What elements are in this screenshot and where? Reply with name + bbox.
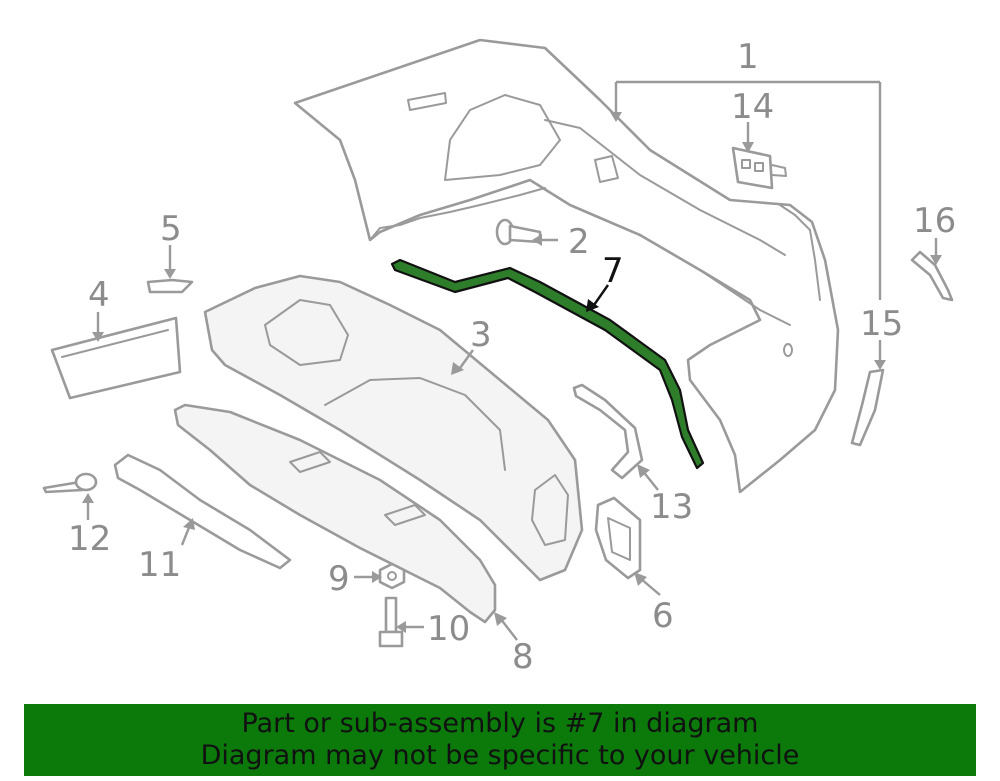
callout-16: 16 xyxy=(913,201,956,241)
info-banner: Part or sub-assembly is #7 in diagram Di… xyxy=(24,704,976,776)
callout-15: 15 xyxy=(860,304,903,344)
part-3-valance xyxy=(203,274,584,582)
callout-11: 11 xyxy=(138,545,181,585)
part-6-bezel xyxy=(594,496,642,580)
callout-10: 10 xyxy=(427,609,470,649)
leader-lines xyxy=(82,80,942,641)
callout-2: 2 xyxy=(568,222,590,262)
banner-line-1: Part or sub-assembly is #7 in diagram xyxy=(241,708,759,739)
part-1-bumper-cover xyxy=(293,38,840,494)
callout-1: 1 xyxy=(737,37,759,77)
part-13-bracket xyxy=(572,383,644,480)
callout-9: 9 xyxy=(328,559,350,599)
part-8-deflector xyxy=(173,403,497,624)
part-14-bracket xyxy=(731,146,787,190)
parts-diagram: 1 14 2 16 15 5 4 3 7 13 6 8 11 12 9 10 xyxy=(42,37,956,677)
callout-14: 14 xyxy=(731,87,774,127)
part-4-bracket xyxy=(50,316,182,400)
callout-8: 8 xyxy=(512,637,534,677)
part-5-clip xyxy=(146,278,194,294)
part-12-rivet xyxy=(42,472,98,494)
callout-6: 6 xyxy=(652,596,674,636)
part-9-nut xyxy=(378,562,406,590)
callout-13: 13 xyxy=(650,487,693,527)
part-15-guide xyxy=(850,368,885,447)
part-7-trim-strip xyxy=(390,258,705,470)
callout-7: 7 xyxy=(602,251,624,291)
part-16-clip xyxy=(910,250,954,302)
part-10-bolt xyxy=(378,596,404,648)
callout-12: 12 xyxy=(68,519,111,559)
part-11-bracket xyxy=(113,453,292,570)
callout-4: 4 xyxy=(88,275,110,315)
callout-5: 5 xyxy=(160,209,182,249)
callout-3: 3 xyxy=(470,315,492,355)
banner-line-2: Diagram may not be specific to your vehi… xyxy=(200,740,800,771)
